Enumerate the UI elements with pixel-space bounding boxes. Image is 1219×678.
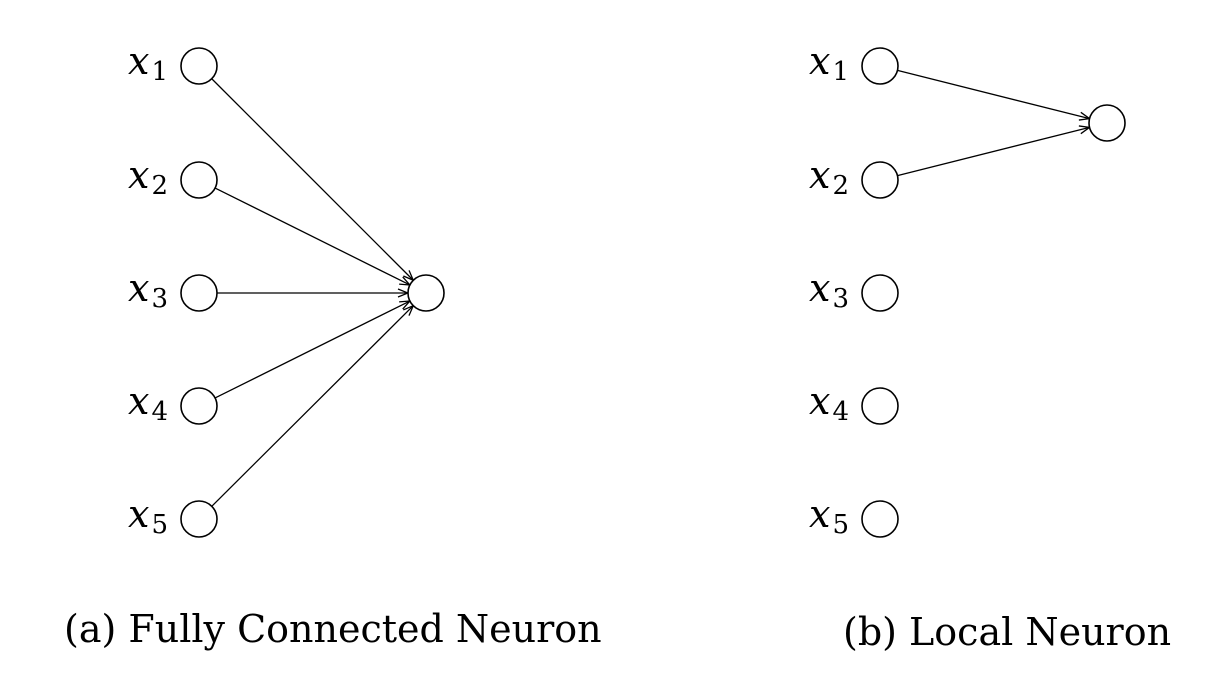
output-neuron-node <box>407 274 445 312</box>
input-node-x3 <box>861 274 899 312</box>
input-node-x3 <box>180 274 218 312</box>
input-node-x1 <box>861 47 899 85</box>
input-label-x5: x5 <box>128 492 168 540</box>
edge-x1-to-output <box>897 69 1089 118</box>
edge-x5-to-output <box>211 306 413 507</box>
edge-x1-to-output <box>211 78 414 281</box>
input-node-x4 <box>861 387 899 425</box>
edge-x2-to-output <box>214 187 410 285</box>
panel-local: x1 x2 x3 x4 x5 <box>809 39 1126 540</box>
input-node-x5 <box>861 500 899 538</box>
input-label-x1: x1 <box>128 39 168 87</box>
input-node-x2 <box>861 161 899 199</box>
output-neuron-node <box>1088 104 1126 142</box>
input-label-x4: x4 <box>809 379 849 427</box>
input-label-x1: x1 <box>809 39 849 87</box>
input-label-x2: x2 <box>128 153 168 201</box>
panel-fully-connected: x1 x2 x3 x4 x5 <box>128 39 445 540</box>
input-label-x3: x3 <box>128 266 168 314</box>
caption-local: (b) Local Neuron <box>843 610 1171 654</box>
input-label-x3: x3 <box>809 266 849 314</box>
edge-x2-to-output <box>897 127 1089 177</box>
edge-x4-to-output <box>214 301 410 399</box>
input-node-x2 <box>180 161 218 199</box>
caption-fully-connected: (a) Fully Connected Neuron <box>64 607 602 651</box>
input-label-x2: x2 <box>809 153 849 201</box>
input-node-x4 <box>180 387 218 425</box>
input-node-x5 <box>180 500 218 538</box>
input-label-x4: x4 <box>128 379 168 427</box>
input-label-x5: x5 <box>809 492 849 540</box>
input-node-x1 <box>180 47 218 85</box>
